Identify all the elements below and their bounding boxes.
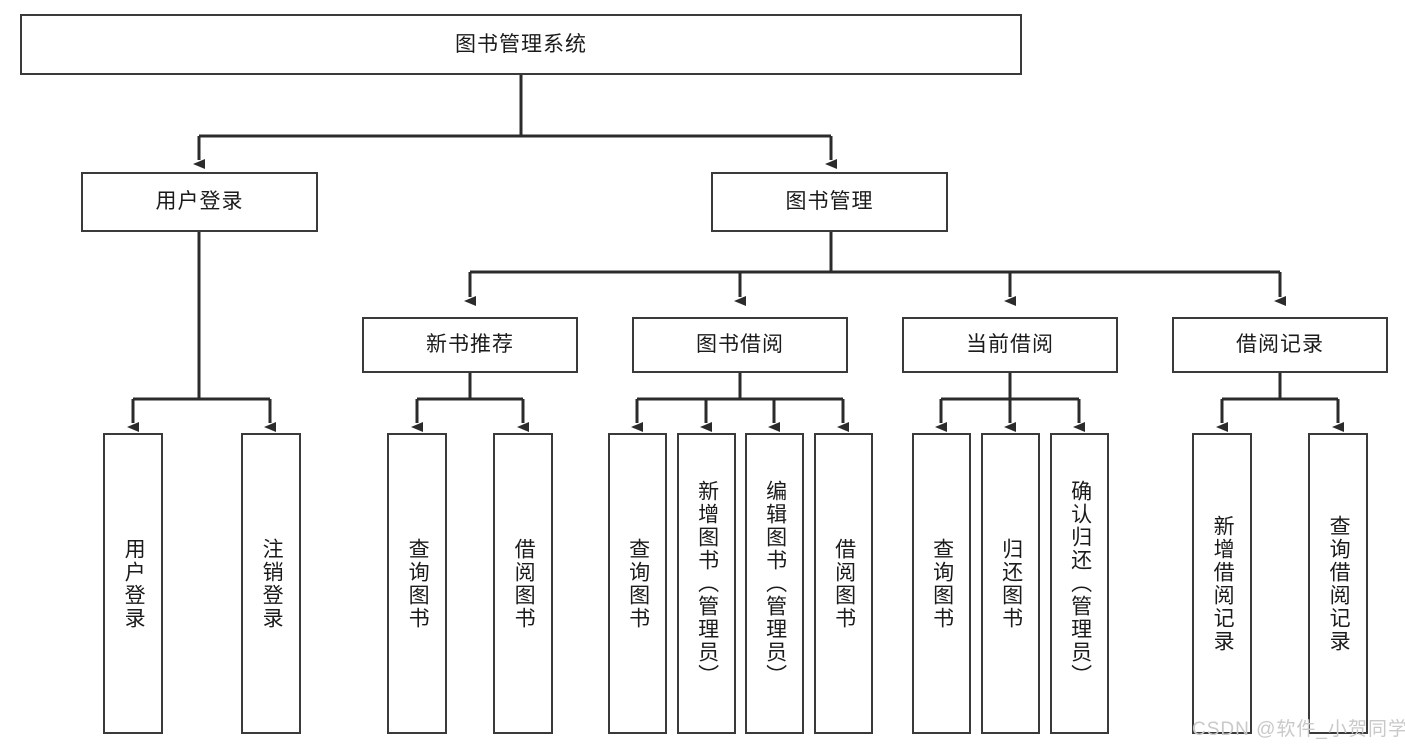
node-book-management[interactable]: 图书管理 [711, 172, 948, 232]
leaf-current-confirm-return-admin[interactable]: 确认归还（管理员） [1050, 433, 1109, 734]
node-label: 图书借阅 [696, 333, 784, 357]
leaf-current-query-book[interactable]: 查询图书 [912, 433, 971, 734]
leaf-current-return-book[interactable]: 归还图书 [981, 433, 1040, 734]
node-label: 查询图书 [406, 537, 430, 630]
leaf-recommend-borrow-book[interactable]: 借阅图书 [493, 433, 553, 734]
node-new-book-recommend[interactable]: 新书推荐 [362, 317, 578, 373]
node-label: 确认归还（管理员） [1068, 480, 1092, 687]
node-label: 新增图书（管理员） [695, 480, 719, 687]
node-current-borrow[interactable]: 当前借阅 [902, 317, 1118, 373]
node-label: 当前借阅 [966, 333, 1054, 357]
node-root-system[interactable]: 图书管理系统 [20, 14, 1022, 75]
node-label: 图书管理 [785, 190, 874, 214]
node-label: 查询图书 [930, 537, 954, 630]
node-book-borrow[interactable]: 图书借阅 [632, 317, 848, 373]
node-label: 图书管理系统 [455, 32, 587, 56]
csdn-watermark: CSDN @软件_小贺同学 [1192, 719, 1405, 740]
node-label: 注销登录 [260, 537, 284, 630]
node-label: 借阅记录 [1236, 333, 1324, 357]
node-label: 查询图书 [626, 537, 650, 630]
leaf-borrow-borrow-book[interactable]: 借阅图书 [814, 433, 873, 734]
node-label: 借阅图书 [512, 537, 536, 630]
node-label: 新增借阅记录 [1211, 514, 1235, 653]
leaf-record-query-record[interactable]: 查询借阅记录 [1308, 433, 1368, 734]
leaf-borrow-query-book[interactable]: 查询图书 [608, 433, 667, 734]
node-label: 用户登录 [155, 190, 244, 214]
leaf-borrow-edit-book-admin[interactable]: 编辑图书（管理员） [745, 433, 804, 734]
node-label: 编辑图书（管理员） [763, 480, 787, 687]
node-user-login[interactable]: 用户登录 [81, 172, 318, 232]
leaf-borrow-add-book-admin[interactable]: 新增图书（管理员） [677, 433, 736, 734]
node-label: 新书推荐 [426, 333, 514, 357]
node-label: 用户登录 [122, 537, 146, 630]
leaf-record-add-record[interactable]: 新增借阅记录 [1192, 433, 1252, 734]
leaf-user-login-logout[interactable]: 注销登录 [241, 433, 301, 734]
node-label: 归还图书 [999, 537, 1023, 630]
node-label: 借阅图书 [832, 537, 856, 630]
leaf-user-login-login[interactable]: 用户登录 [103, 433, 163, 734]
node-borrow-record[interactable]: 借阅记录 [1172, 317, 1388, 373]
node-label: 查询借阅记录 [1327, 514, 1351, 653]
leaf-recommend-query-book[interactable]: 查询图书 [387, 433, 447, 734]
